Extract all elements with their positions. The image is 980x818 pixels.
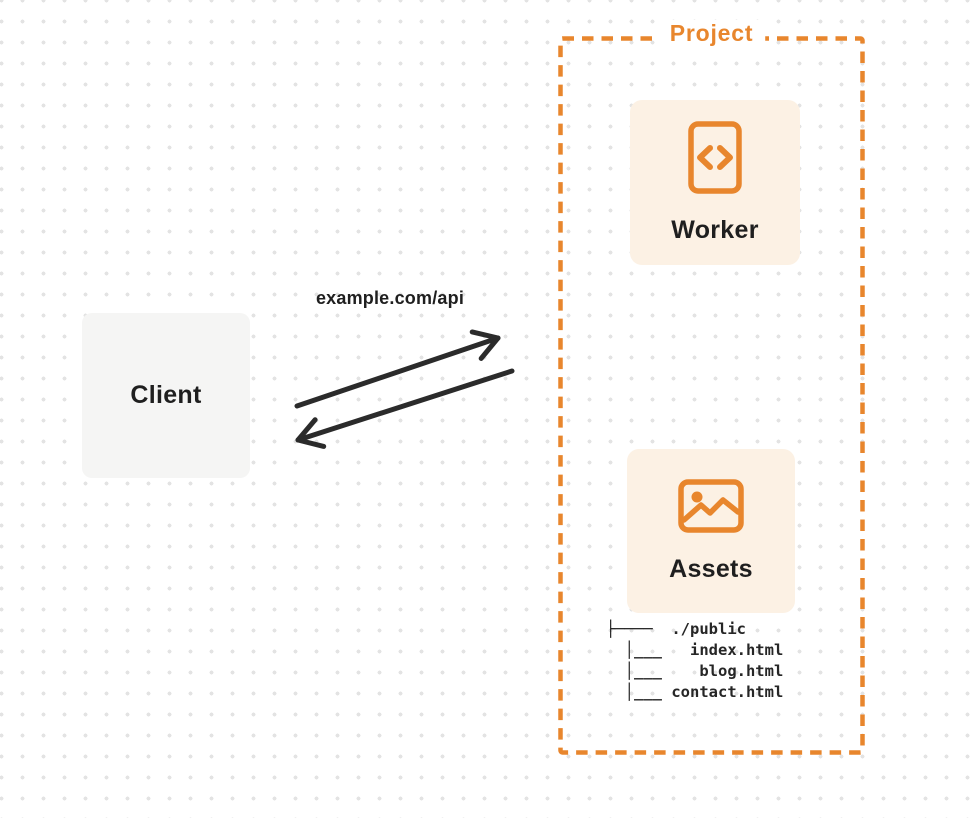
image-icon: [678, 478, 744, 538]
assets-label: Assets: [669, 554, 753, 583]
project-title: Project: [657, 20, 766, 47]
file-tree-item: │___ blog.html: [606, 662, 784, 680]
worker-label: Worker: [671, 215, 759, 244]
code-file-icon: [688, 120, 742, 199]
client-node: Client: [82, 313, 250, 478]
worker-node: Worker: [630, 100, 800, 265]
client-label: Client: [130, 381, 202, 409]
file-tree-root: ├──── ./public: [606, 620, 746, 638]
file-tree-item: │___ contact.html: [606, 683, 784, 701]
file-tree-item: │___ index.html: [606, 641, 784, 659]
assets-file-tree: ├──── ./public │___ index.html │___ blog…: [606, 619, 783, 703]
assets-node: Assets: [627, 449, 795, 613]
project-boundary: Project: [558, 20, 865, 755]
request-url-label: example.com/api: [315, 288, 465, 308]
